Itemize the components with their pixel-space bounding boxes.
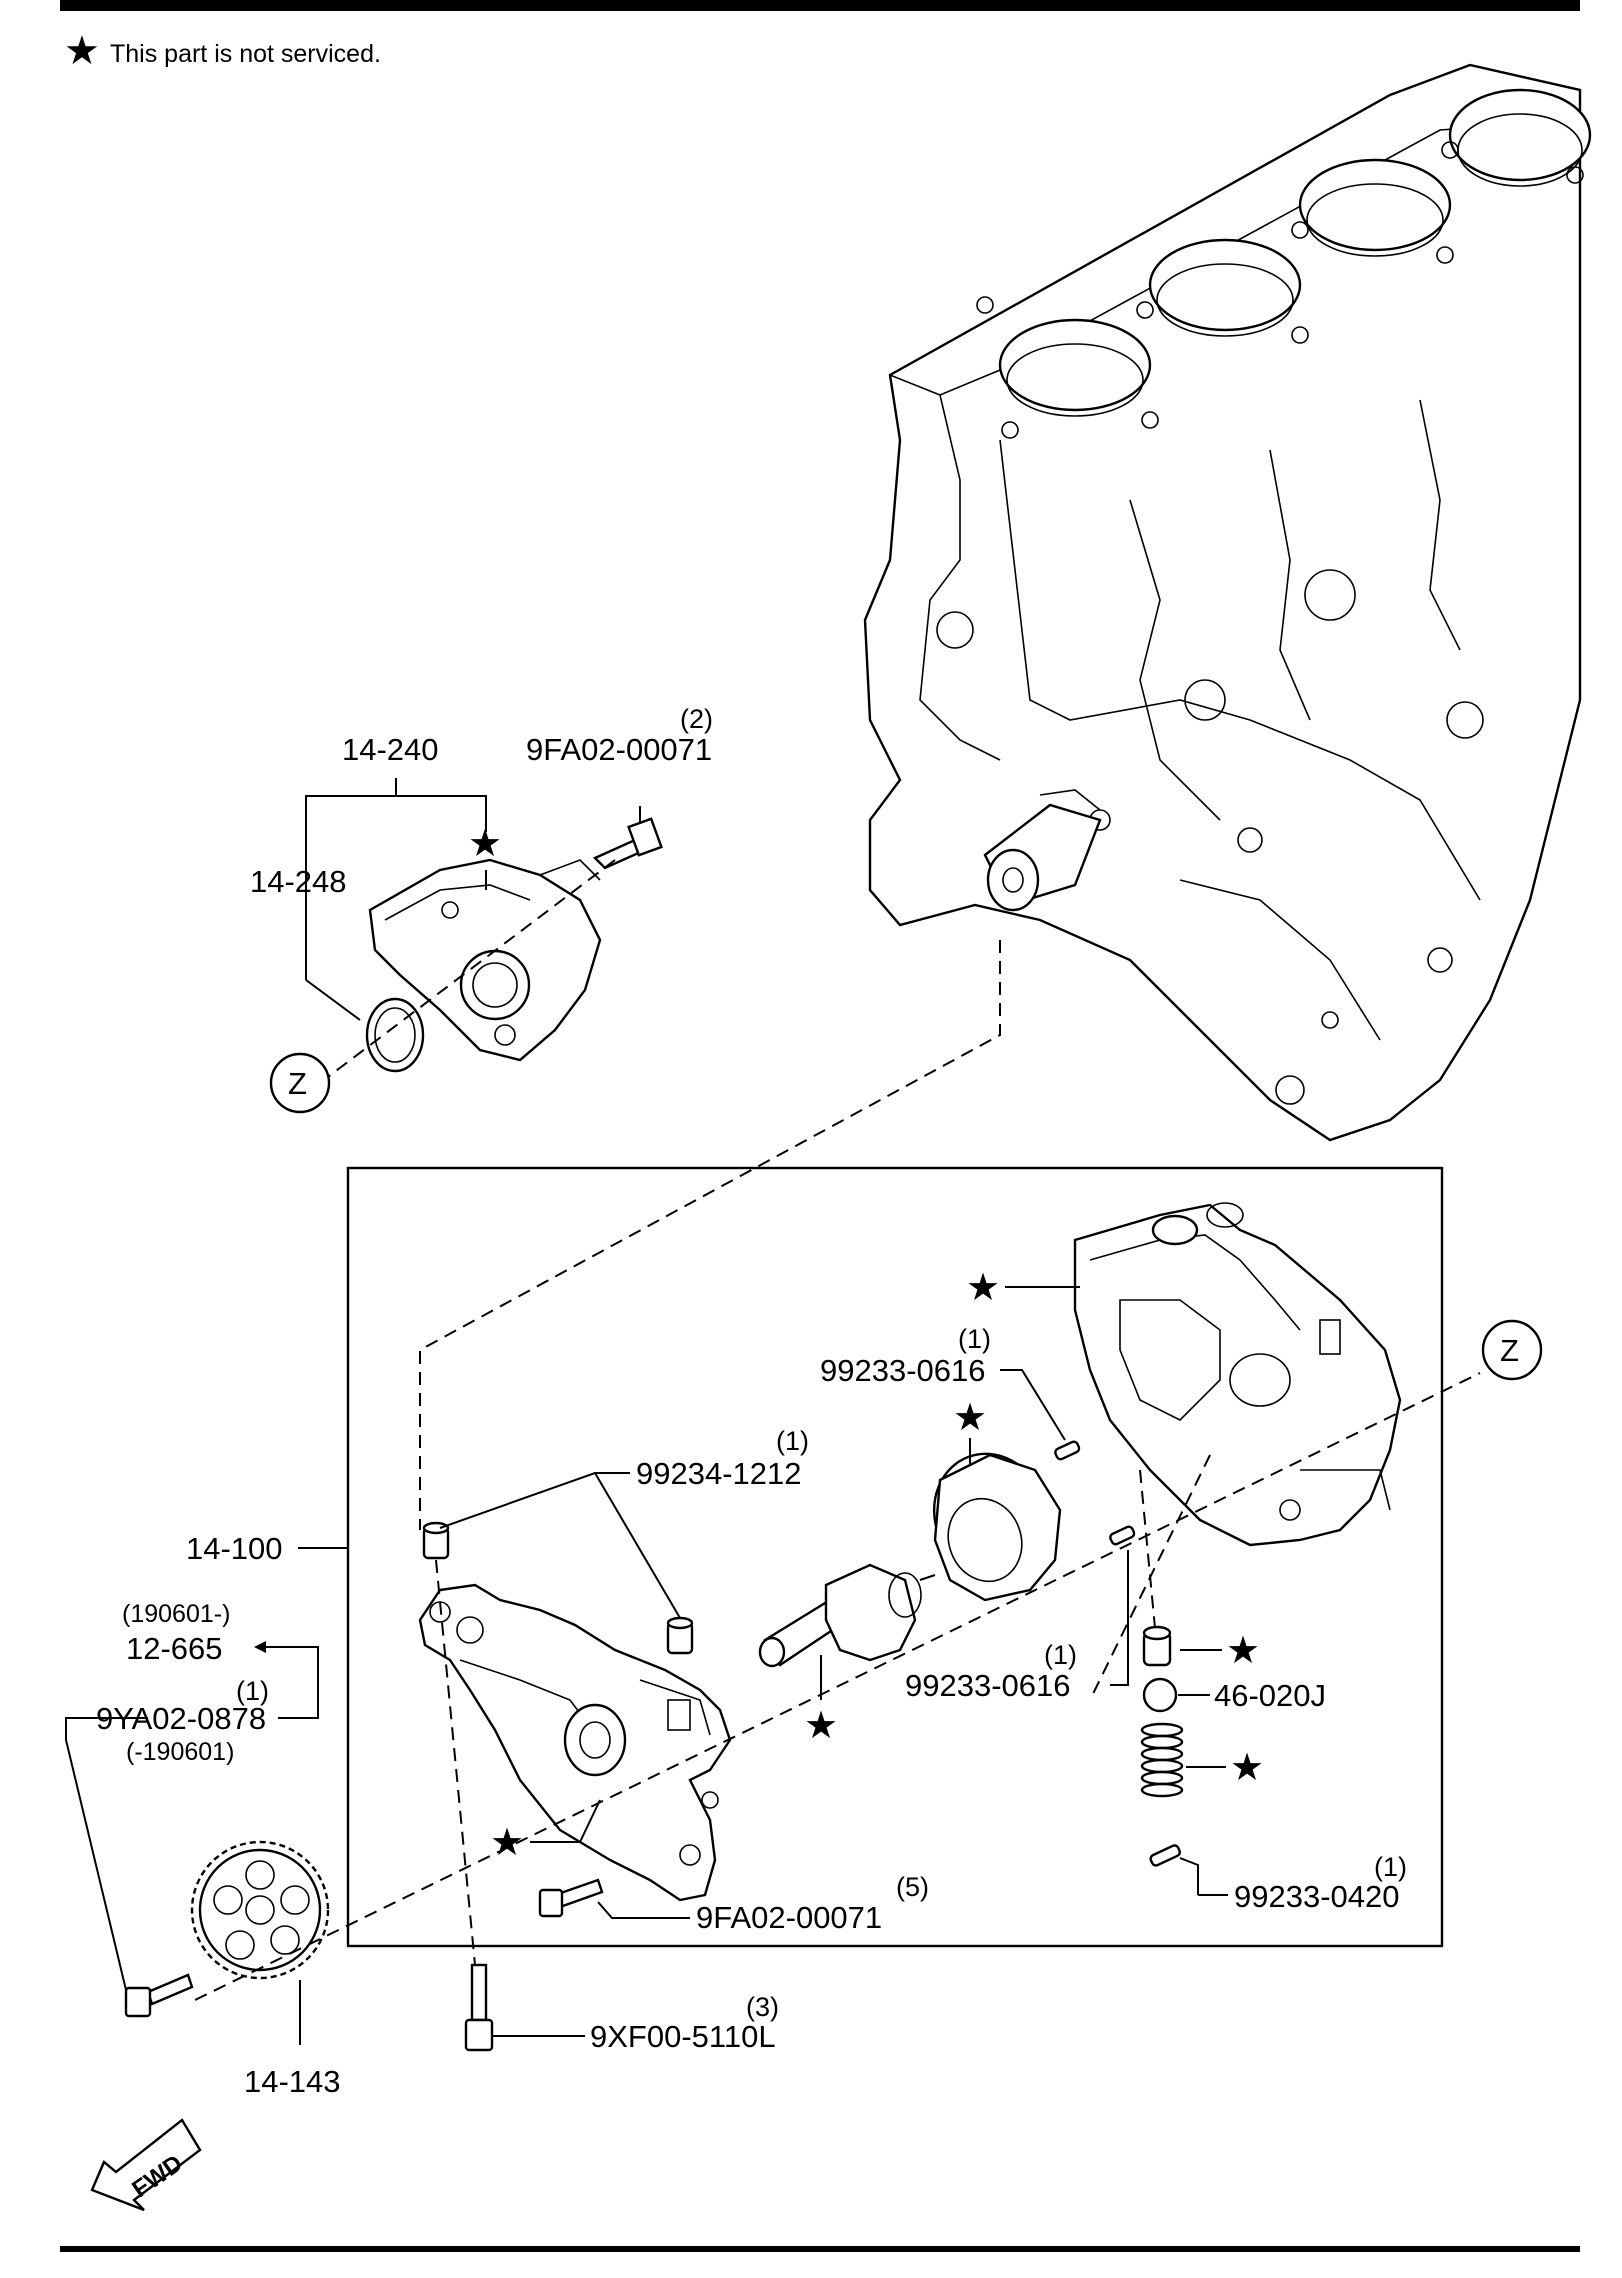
qty-pin-upper: (1) <box>958 1324 991 1354</box>
star-icon: ★ <box>966 1267 1000 1309</box>
qty-sprocket-bolt: (1) <box>236 1676 269 1706</box>
cylinder-bore-1 <box>998 318 1152 412</box>
oil-pump-housing-illustration <box>418 1583 732 1902</box>
svg-text:Z: Z <box>288 1066 307 1101</box>
label-roll-pin: 99233-0420 <box>1234 1879 1400 1914</box>
pump-bolt-illustration <box>538 1878 604 1918</box>
label-chain-guide-ref: 12-665 <box>126 1631 223 1666</box>
not-serviced-note: ★ This part is not serviced. <box>64 29 381 73</box>
not-serviced-markers: ★ ★ ★ ★ ★ ★ <box>490 1267 1264 1864</box>
pump-callout-lines <box>65 1369 1228 2045</box>
label-pump-bolt: 9FA02-00071 <box>696 1900 882 1935</box>
sprocket-bolt-illustration <box>124 1973 194 2018</box>
qty-roll-pin: (1) <box>1374 1852 1407 1882</box>
star-icon: ★ <box>953 1397 987 1439</box>
label-pin-upper: 99233-0616 <box>820 1353 986 1388</box>
connector-z-right: Z <box>1481 1319 1543 1381</box>
label-14-240: 14-240 <box>342 732 439 767</box>
assembly-centerlines <box>194 1372 1481 2001</box>
label-pin-lower: 99233-0616 <box>905 1668 1071 1703</box>
cylinder-bore-4 <box>1448 88 1592 182</box>
label-housing-bolt: 9FA02-00071 <box>526 732 712 767</box>
sprocket-illustration <box>190 1840 330 1980</box>
relief-spring <box>1140 1722 1184 1798</box>
label-14-248: 14-248 <box>250 864 347 899</box>
star-icon: ★ <box>1226 1630 1260 1672</box>
bottom-border-bar <box>60 2246 1580 2252</box>
star-icon: ★ <box>64 29 100 73</box>
thermostat-callout-lines <box>305 778 641 1084</box>
pump-bolt-long-illustration <box>464 1963 494 2052</box>
relief-valve-illustration <box>1140 1625 1184 1798</box>
oil-pump-assembly-box <box>346 1166 1444 1948</box>
fwd-arrow-icon: FWD <box>90 2118 202 2212</box>
note-text: This part is not serviced. <box>110 40 381 68</box>
leader-block-to-pump <box>419 940 1001 1530</box>
cylinder-bore-3 <box>1298 158 1452 252</box>
relief-ball <box>1142 1677 1178 1713</box>
star-icon: ★ <box>804 1705 838 1747</box>
label-oil-pump-assembly: 14-100 <box>186 1531 283 1566</box>
cylinder-bore-2 <box>1148 238 1302 332</box>
outer-rotor-illustration <box>932 1452 1062 1602</box>
label-dowel: 99234-1212 <box>636 1456 802 1491</box>
label-sprocket-bolt: 9YA02-0878 <box>96 1701 266 1736</box>
star-icon: ★ <box>490 1822 524 1864</box>
qty-pump-bolt-long: (3) <box>746 1992 779 2022</box>
label-date-to: (-190601) <box>126 1738 234 1766</box>
qty-housing-bolt: (2) <box>680 704 713 734</box>
label-pump-bolt-long: 9XF00-5110L <box>590 2019 776 2054</box>
qty-pin-lower: (1) <box>1044 1640 1077 1670</box>
label-relief-ball: 46-020J <box>1214 1678 1326 1713</box>
oil-pump-body-illustration <box>1073 1202 1402 1547</box>
qty-dowel: (1) <box>776 1426 809 1456</box>
arrow-icon <box>254 1641 266 1653</box>
svg-text:Z: Z <box>1500 1333 1519 1368</box>
thermostat-housing-illustration <box>365 817 663 1073</box>
label-sprocket: 14-143 <box>244 2064 341 2099</box>
inner-rotor-illustration <box>758 1563 936 1668</box>
star-icon: ★ <box>468 823 502 865</box>
star-icon: ★ <box>1230 1747 1264 1789</box>
qty-pump-bolt: (5) <box>896 1872 929 1902</box>
label-date-from: (190601-) <box>122 1600 230 1628</box>
top-border-bar <box>60 0 1580 11</box>
dowel-illustration <box>422 1521 694 1655</box>
cylinder-block-illustration <box>863 63 1592 1142</box>
pin-illustration <box>1054 1440 1182 1867</box>
connector-z-left: Z <box>269 1052 331 1114</box>
